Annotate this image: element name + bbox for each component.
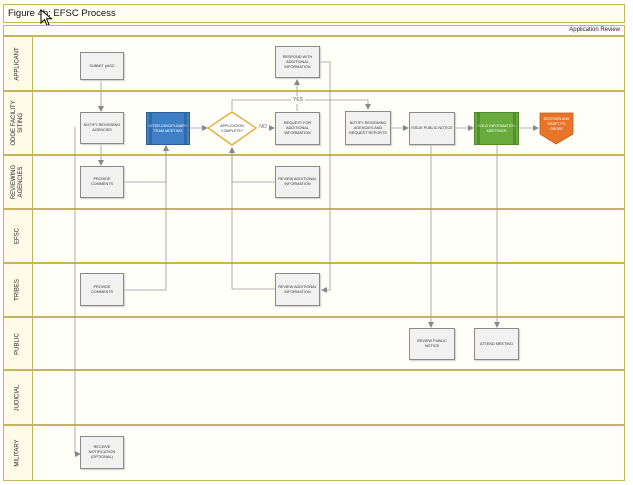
predefined-process-bar <box>477 113 480 144</box>
edge-respond-to-review <box>320 61 331 293</box>
figure-title-bar: Figure 4b: EFSC Process <box>3 4 625 23</box>
node-notify-reviewing-agencies: NOTIFY REVIEWING AGENCIES <box>80 112 124 144</box>
node-hold-meetings-label: HOLD INFORMATION MEETINGS <box>477 123 516 133</box>
node-attend-meeting: ATTEND MEETING <box>474 328 519 360</box>
node-review-public-notice: REVIEW PUBLIC NOTICE <box>409 328 455 360</box>
lane-header: MILITARY <box>4 426 33 480</box>
node-provide-comments-agencies: PROVIDE COMMENTS <box>80 166 124 198</box>
lane-efsc: EFSC <box>3 209 625 263</box>
node-receive-notification: RECEIVE NOTIFICATION (OPTIONAL) <box>80 436 124 469</box>
phase-label: Application Review <box>569 27 620 33</box>
edge-label-no: NO <box>257 123 269 131</box>
decision-draft-shape <box>539 112 574 145</box>
edge-review-tribes-back <box>229 147 275 290</box>
node-interdisciplinary-label: INTER-DISCIPLINARY TEAM MEETING <box>148 123 188 133</box>
node-hold-information-meetings: HOLD INFORMATION MEETINGS <box>474 112 519 145</box>
node-issue-public-notice: ISSUE PUBLIC NOTICE <box>409 112 455 145</box>
edge-notify-to-military <box>74 127 81 457</box>
node-request-additional-information: REQUEST FOR ADDITIONAL INFORMATION <box>275 112 320 145</box>
lane-header: REVIEWING AGENCIES <box>4 156 33 208</box>
edge-label-yes: YES <box>291 96 305 104</box>
lane-public: PUBLIC <box>3 317 625 370</box>
predefined-process-bar <box>513 113 516 144</box>
node-review-additional-information-agencies: REVIEW ADDITIONAL INFORMATION <box>275 166 320 198</box>
decision-diamond-application-complete <box>206 111 258 146</box>
lane-header: JUDICIAL <box>4 371 33 424</box>
lane-header: ODOE FACILITY SITING <box>4 92 33 154</box>
edge-review-agencies-back <box>229 147 275 183</box>
lane-judicial: JUDICIAL <box>3 370 625 425</box>
node-respond-additional-information: RESPOND WITH ADDITIONAL INFORMATION <box>275 46 320 78</box>
figure-title: Figure 4b: EFSC Process <box>8 8 116 19</box>
lane-header: PUBLIC <box>4 318 33 369</box>
node-interdisciplinary-team-meeting: INTER-DISCIPLINARY TEAM MEETING <box>146 112 190 145</box>
decision-label-application-complete: APPLICATION COMPLETE? <box>220 123 244 133</box>
lane-header: APPLICANT <box>4 37 33 90</box>
edge-tribe-comments-to-meeting <box>124 145 169 291</box>
node-submit-pasc: SUBMIT pASC <box>80 52 124 80</box>
phase-header: Application Review <box>3 25 625 36</box>
decision-draft-label: DECISION AND DRAFT PO ORDER <box>543 116 570 131</box>
node-review-additional-information-tribes: REVIEW ADDITIONAL INFORMATION <box>275 273 320 306</box>
edge-agency-comments-to-meeting <box>124 145 169 183</box>
lane-header: TRIBES <box>4 264 33 316</box>
node-notify-agencies-request-reports: NOTIFY REVIEWING AGENCIES AND REQUEST RE… <box>345 111 391 145</box>
lane-header: EFSC <box>4 210 33 262</box>
predefined-process-bar <box>149 113 152 144</box>
node-provide-comments-tribes: PROVIDE COMMENTS <box>80 273 124 306</box>
predefined-process-bar <box>184 113 187 144</box>
